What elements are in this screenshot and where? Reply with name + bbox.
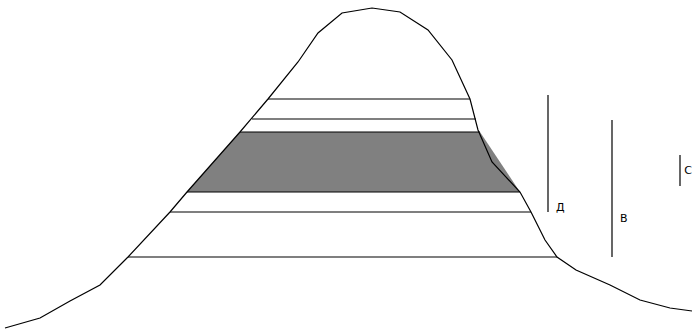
- thickness-bars: [548, 95, 680, 257]
- bar-label: Д: [556, 201, 565, 214]
- mountain-outline: [5, 8, 692, 328]
- layer-boundaries: [128, 99, 557, 257]
- bar-label: В: [620, 212, 628, 225]
- grey-layer: [187, 132, 520, 192]
- bar-label: С: [684, 164, 692, 177]
